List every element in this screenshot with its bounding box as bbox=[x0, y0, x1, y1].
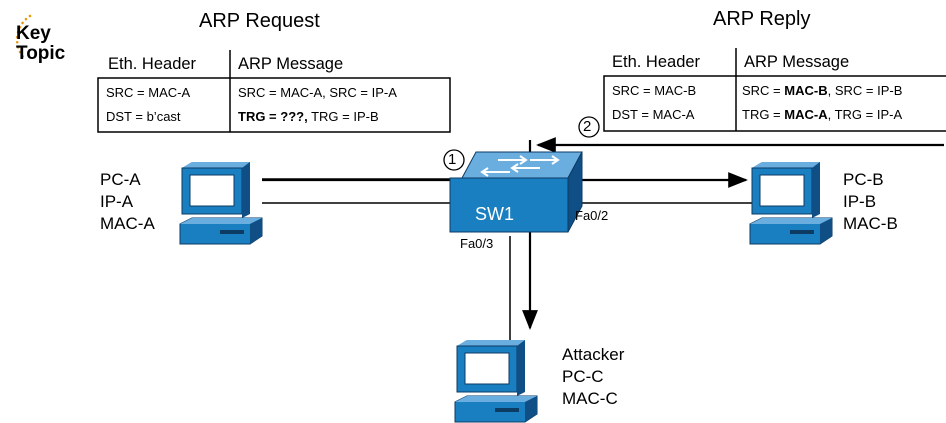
reply-eth-dst: DST = MAC-A bbox=[612, 107, 695, 122]
request-eth-src: SRC = MAC-A bbox=[106, 85, 191, 100]
request-arp-trg-rest: TRG = IP-B bbox=[307, 109, 379, 124]
arp-reply-title: ARP Reply bbox=[713, 8, 811, 30]
key-topic-label: Key Topic bbox=[16, 24, 65, 64]
pc-b-icon bbox=[749, 161, 833, 245]
reply-arp-trg-post: , TRG = IP-A bbox=[827, 107, 903, 122]
attacker-mac: MAC-C bbox=[562, 389, 618, 408]
reply-eth-cell: SRC = MAC-B DST = MAC-A bbox=[612, 79, 696, 127]
request-arp-trg: TRG = ???, TRG = IP-B bbox=[238, 105, 397, 129]
pc-a-label: PC-A IP-A MAC-A bbox=[100, 169, 155, 235]
request-eth-dst: DST = b’cast bbox=[106, 109, 181, 124]
attacker-label: Attacker PC-C MAC-C bbox=[562, 344, 624, 410]
reply-arp-trg: TRG = MAC-A, TRG = IP-A bbox=[742, 103, 902, 127]
port-fa0-3: Fa0/3 bbox=[460, 236, 494, 251]
request-eth-cell: SRC = MAC-A DST = b’cast bbox=[106, 81, 190, 129]
key-topic-line1: Key bbox=[16, 23, 51, 44]
request-eth-header-label: Eth. Header bbox=[108, 55, 197, 73]
request-arp-src: SRC = MAC-A, SRC = IP-A bbox=[238, 85, 397, 100]
step-1-circle bbox=[443, 149, 465, 171]
key-topic-line2: Topic bbox=[16, 43, 66, 64]
switch-name: SW1 bbox=[475, 204, 515, 224]
reply-arp-src-post: , SRC = IP-B bbox=[827, 83, 903, 98]
request-arp-trg-bold: TRG = ???, bbox=[238, 109, 308, 124]
port-fa0-2: Fa0/2 bbox=[575, 208, 609, 223]
attacker-pc: PC-C bbox=[562, 367, 604, 386]
attacker-name: Attacker bbox=[562, 345, 625, 364]
reply-arp-src-bold: MAC-B bbox=[784, 83, 828, 98]
reply-eth-src: SRC = MAC-B bbox=[612, 83, 697, 98]
pc-a-name: PC-A bbox=[100, 170, 141, 189]
request-arp-cell: SRC = MAC-A, SRC = IP-A TRG = ???, TRG =… bbox=[238, 81, 397, 129]
reply-arp-message-label: ARP Message bbox=[744, 53, 850, 71]
pc-b-ip: IP-B bbox=[843, 192, 877, 211]
arp-reply-table bbox=[603, 48, 946, 132]
arp-request-title: ARP Request bbox=[199, 10, 320, 32]
pc-a-icon bbox=[179, 161, 263, 245]
step-2-circle bbox=[578, 116, 600, 138]
reply-arp-trg-pre: TRG = bbox=[742, 107, 785, 122]
arp-request-table bbox=[97, 50, 451, 133]
request-arp-message-label: ARP Message bbox=[238, 55, 344, 73]
switch-icon bbox=[449, 151, 583, 233]
pc-b-name: PC-B bbox=[843, 170, 884, 189]
pc-a-mac: MAC-A bbox=[100, 214, 155, 233]
reply-eth-header-label: Eth. Header bbox=[612, 53, 701, 71]
reply-arp-src-pre: SRC = bbox=[742, 83, 785, 98]
pc-b-mac: MAC-B bbox=[843, 214, 898, 233]
pc-a-ip: IP-A bbox=[100, 192, 134, 211]
reply-arp-src: SRC = MAC-B, SRC = IP-B bbox=[742, 79, 902, 103]
key-topic-dots bbox=[15, 14, 32, 60]
pc-b-label: PC-B IP-B MAC-B bbox=[843, 169, 898, 235]
attacker-pc-icon bbox=[454, 339, 538, 423]
step-2-number: 2 bbox=[583, 118, 592, 135]
reply-arp-cell: SRC = MAC-B, SRC = IP-B TRG = MAC-A, TRG… bbox=[742, 79, 902, 127]
reply-arp-trg-bold: MAC-A bbox=[784, 107, 828, 122]
step-1-number: 1 bbox=[448, 151, 457, 168]
